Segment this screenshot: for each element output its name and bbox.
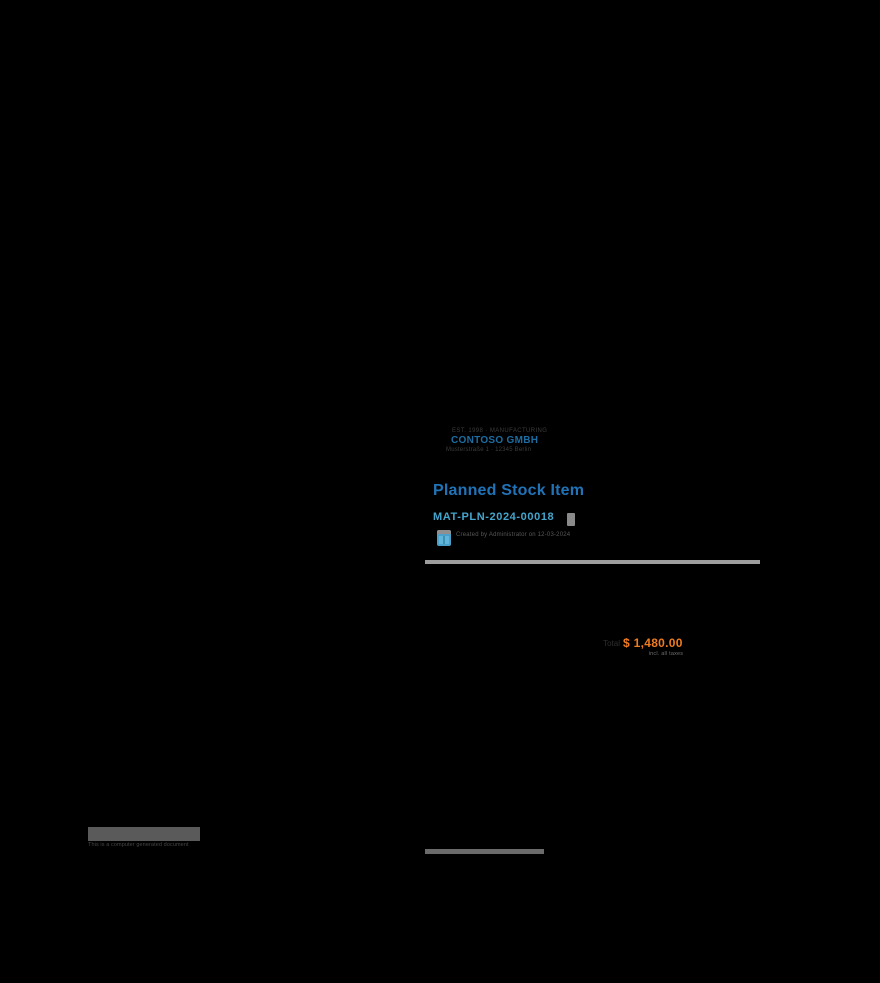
footer-divider (425, 849, 544, 854)
user-avatar-icon (437, 530, 451, 546)
total-value: $ 1,480.00 (623, 636, 683, 650)
page-title: Planned Stock Item (433, 482, 585, 499)
footer-note: This is a computer generated document (88, 842, 189, 848)
total-caption: incl. all taxes (648, 651, 684, 657)
letterhead-company-name: CONTOSO GMBH (451, 435, 539, 446)
letterhead: EST. 1998 · MANUFACTURING CONTOSO GMBH M… (446, 428, 606, 453)
letterhead-address-line: Musterstraße 1 · 12345 Berlin (446, 447, 532, 453)
total-label: Total (603, 639, 620, 648)
letterhead-top-line: EST. 1998 · MANUFACTURING (452, 428, 548, 434)
copy-icon[interactable] (567, 513, 575, 526)
document-id: MAT-PLN-2024-00018 (433, 511, 555, 523)
byline-text: Created by Administrator on 12-03-2024 (456, 532, 571, 538)
header-divider (425, 560, 760, 564)
signature-strip (88, 827, 200, 841)
